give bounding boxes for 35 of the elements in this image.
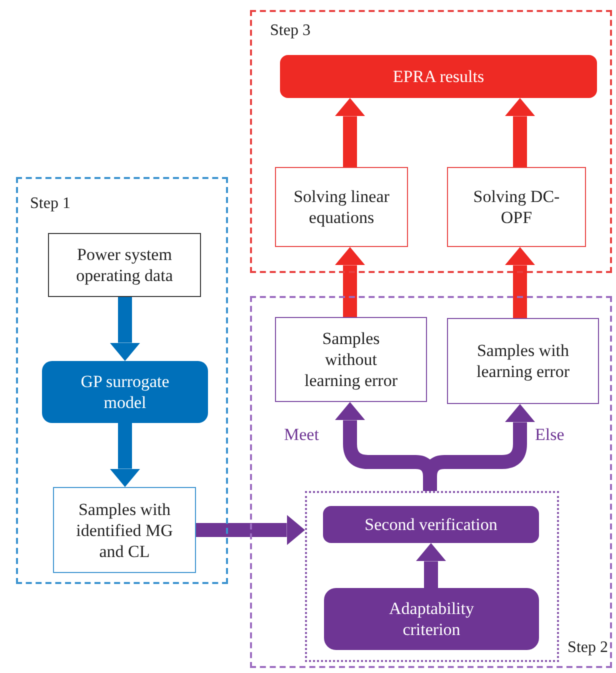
process-box — [53, 487, 196, 573]
process-box — [42, 361, 208, 423]
box-label: EPRA results — [392, 66, 484, 87]
arrow — [416, 543, 446, 588]
box-label: Power system operating data — [75, 244, 174, 286]
box-label: Samples with identified MG and CL — [75, 498, 174, 562]
process-box — [323, 506, 539, 543]
process-box — [324, 588, 539, 650]
arrow — [334, 247, 366, 317]
process-box — [48, 233, 201, 297]
process-box — [447, 167, 586, 247]
arrow — [110, 423, 140, 487]
arrow — [504, 247, 536, 318]
box-label: Adaptability criterion — [388, 598, 475, 640]
box-label: GP surrogate model — [80, 371, 170, 413]
box-label: Solving linear equations — [292, 186, 390, 228]
arrow — [504, 98, 536, 167]
process-box — [275, 317, 427, 402]
step-region — [250, 10, 612, 273]
process-box — [280, 55, 597, 98]
dotted-frame — [305, 491, 559, 662]
arrow — [110, 297, 140, 361]
arrow — [196, 514, 305, 546]
arrow — [334, 98, 366, 167]
step-region — [16, 177, 228, 584]
step-label: Step 1 — [30, 194, 70, 214]
step-label: Step 2 — [568, 638, 608, 658]
step-region — [250, 296, 612, 668]
box-label: Second verification — [364, 514, 498, 535]
process-box — [447, 318, 599, 404]
box-label: Samples with learning error — [476, 340, 570, 382]
box-label: Solving DC-OPF — [472, 186, 561, 228]
process-box — [275, 167, 408, 247]
box-label: Samples without learning error — [304, 328, 398, 391]
step-label: Step 3 — [270, 21, 310, 41]
